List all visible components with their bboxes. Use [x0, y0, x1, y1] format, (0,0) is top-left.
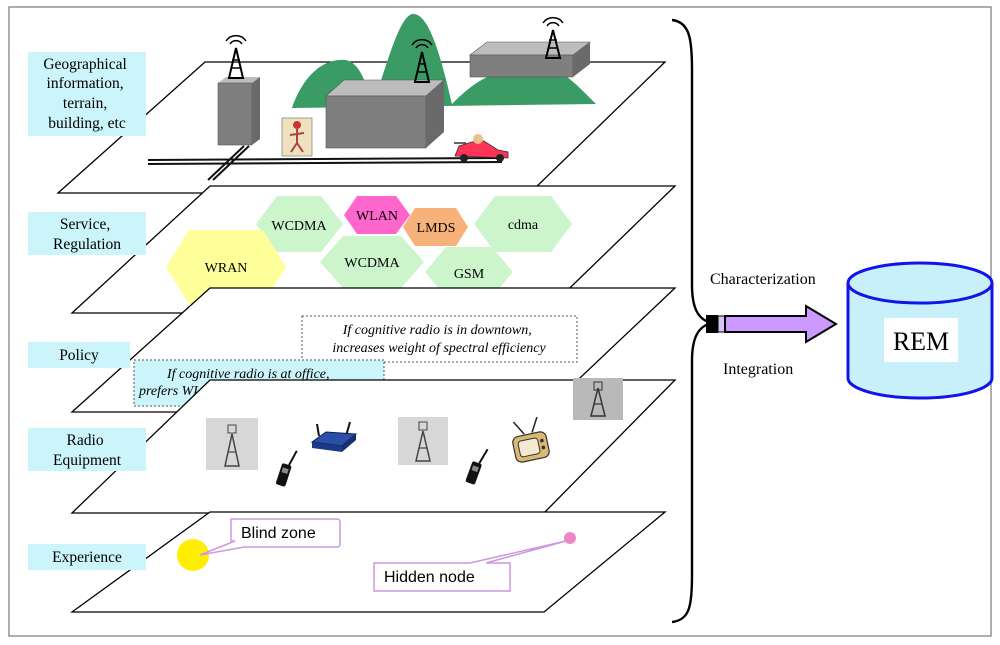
- svg-text:If cognitive radio is in downt: If cognitive radio is in downtown, incre…: [332, 323, 546, 356]
- base-station-icon: [398, 417, 448, 465]
- building-main: [325, 79, 445, 149]
- layer-label-experience: Experience: [52, 549, 122, 566]
- layer-label-service: Service, Regulation: [53, 216, 121, 253]
- television-icon: [512, 416, 550, 463]
- layer-service: WCDMA WLAN LMDS cdma WRAN WCDMA GSM Serv…: [28, 185, 677, 314]
- policy-note-downtown: If cognitive radio is in downtown, incre…: [301, 315, 578, 363]
- hexagon-wcdma-1: [256, 196, 343, 252]
- hexagon-wran: [166, 230, 286, 304]
- layer-label-box: [28, 342, 130, 368]
- road-line: [147, 157, 503, 161]
- hexagon-cdma: [474, 196, 572, 252]
- integration-arrow: [706, 304, 838, 344]
- wireless-router-icon: [310, 421, 358, 452]
- callout-hidden-node: [373, 540, 567, 592]
- hexagon-wlan: [344, 196, 410, 234]
- antenna-tower-icon: [411, 38, 433, 83]
- rem-label: REM: [893, 327, 949, 356]
- callout-blind-zone-text: Blind zone: [241, 525, 316, 542]
- layer-label-geography: Geographical information, terrain, build…: [43, 56, 130, 132]
- hexagon-lmds: [403, 208, 468, 246]
- hexagon-gsm: [425, 247, 513, 297]
- hexagon-label: WCDMA: [271, 219, 327, 234]
- pedestrian-icon: [281, 117, 313, 157]
- layer-label-box: [28, 428, 146, 471]
- layer-label-policy: Policy: [59, 347, 99, 364]
- handset-icon: [276, 450, 298, 487]
- hexagon-label: LMDS: [417, 221, 456, 236]
- hexagon-label: WRAN: [205, 261, 248, 276]
- layer-experience: Blind zone Hidden node Experience: [28, 511, 667, 613]
- antenna-tower-icon: [225, 34, 247, 79]
- road-line-diagonal: [207, 145, 245, 181]
- integration-label: Integration: [723, 361, 793, 378]
- layer-label-box: [28, 52, 146, 136]
- base-station-icon: [206, 418, 258, 470]
- hexagon-wcdma-2: [320, 236, 424, 288]
- terrain-mountains: [292, 13, 596, 108]
- characterization-label: Characterization: [710, 271, 816, 288]
- hexagon-label: WLAN: [356, 209, 398, 224]
- handset-icon: [465, 448, 489, 485]
- building-tower: [217, 77, 260, 146]
- hidden-node-marker: [564, 532, 576, 544]
- building-back: [469, 41, 591, 78]
- blind-zone-marker: [177, 539, 209, 571]
- rem-label-box: [884, 318, 958, 362]
- callout-hidden-node-text: Hidden node: [384, 569, 475, 586]
- base-station-icon: [573, 378, 623, 420]
- layer-geography: Geographical information, terrain, build…: [28, 13, 667, 194]
- callout-blind-zone: [199, 518, 341, 556]
- hexagon-label: GSM: [454, 267, 485, 282]
- car-icon: [454, 134, 509, 162]
- service-hexagons: WCDMA WLAN LMDS cdma WRAN WCDMA GSM: [166, 196, 572, 304]
- hexagon-label: cdma: [508, 218, 539, 233]
- layer-label-box: [28, 544, 146, 570]
- experience-plane: [69, 511, 667, 613]
- layer-label-radio: Radio Equipment: [53, 432, 122, 469]
- layer-radio: Radio Equipment: [28, 378, 677, 514]
- layer-label-box: [28, 212, 146, 255]
- rem-database-icon: REM: [846, 261, 994, 400]
- hexagon-label: WCDMA: [344, 256, 400, 271]
- antenna-tower-icon: [542, 16, 564, 59]
